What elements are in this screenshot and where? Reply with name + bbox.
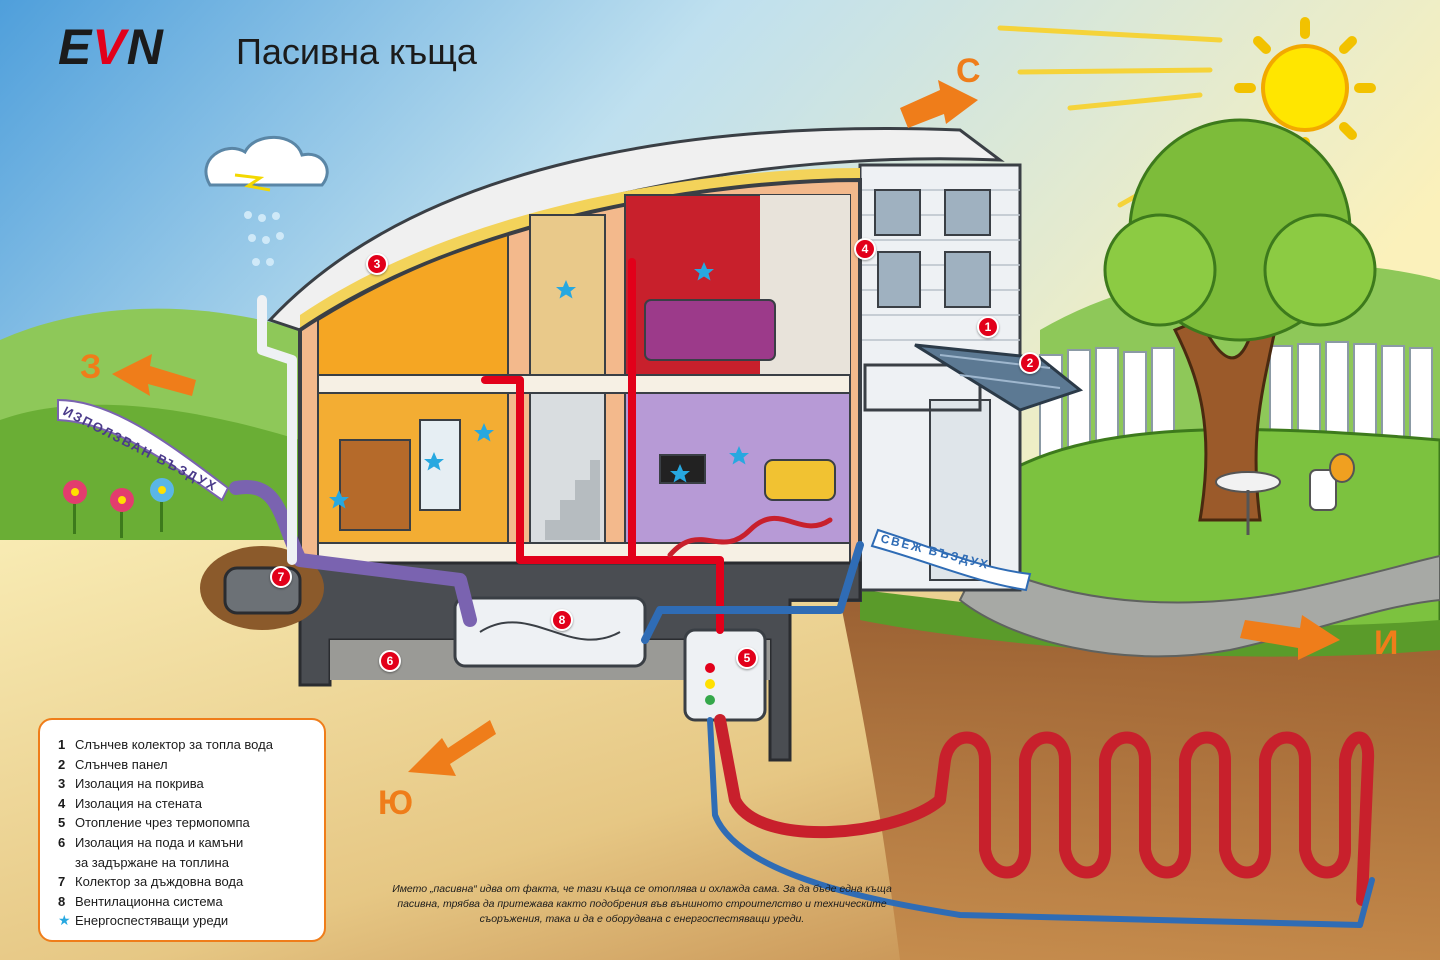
- heat-pump-unit: [683, 628, 767, 722]
- legend-item: 3 Изолация на покрива: [58, 774, 312, 794]
- legend-number: 2: [58, 756, 66, 772]
- page-title: Пасивна къща: [236, 31, 477, 72]
- legend-number: 5: [58, 815, 66, 831]
- note-line: съоръжения, така и да е оборудвана с ене…: [479, 913, 805, 925]
- energy-saving-star-icon: ★: [58, 912, 71, 929]
- direction-arrow-icon: [112, 80, 1340, 776]
- legend-number: 8: [58, 893, 66, 909]
- garden-furniture: [1215, 453, 1355, 535]
- direction-west-label: З: [80, 348, 102, 386]
- marker-7: 7: [270, 566, 292, 588]
- legend-text: Изолация на стената: [75, 795, 202, 811]
- pipes: [229, 258, 1375, 928]
- note-line: пасивна, трябва да притежава както подоб…: [397, 898, 887, 910]
- legend: 1 Слънчев колектор за топла вода 2 Слънчев…: [38, 718, 326, 942]
- legend-text: Колектор за дъждовна вода: [75, 874, 244, 890]
- legend-number: 7: [58, 874, 66, 890]
- explanatory-note: Името „пасивна“ идва от факта, че тази к…: [352, 882, 932, 927]
- tree: [1103, 118, 1377, 522]
- legend-item: 1 Слънчев колектор за топла вода: [58, 735, 312, 755]
- flowers: [63, 478, 174, 538]
- legend-item: 6 Изолация на пода и камъни: [58, 833, 312, 853]
- rain-cloud-icon: [204, 135, 329, 266]
- marker-2: 2: [1019, 352, 1041, 374]
- marker-1: 1: [977, 316, 999, 338]
- legend-number: 3: [58, 776, 66, 792]
- legend-number: 4: [58, 795, 66, 811]
- legend-item: 7 Колектор за дъждовна вода: [58, 872, 312, 892]
- exhaust-air-banner: [57, 398, 230, 502]
- energy-saving-star-icon: [329, 262, 749, 509]
- direction-south-label: Ю: [378, 784, 414, 822]
- legend-number: 6: [58, 834, 66, 850]
- marker-6: 6: [379, 650, 401, 672]
- marker-4: 4: [854, 238, 876, 260]
- evn-logo: EVN: [58, 19, 164, 75]
- legend-text: Изолация на покрива: [75, 776, 204, 792]
- note-line: Името „пасивна“ идва от факта, че тази к…: [392, 883, 892, 895]
- intake-air-banner: [870, 528, 1032, 592]
- legend-text: Енергоспестяващи уреди: [75, 913, 229, 929]
- ventilation-unit: [453, 596, 647, 668]
- legend-text: Слънчев колектор за топла вода: [75, 737, 273, 752]
- legend-text: Вентилационна система: [75, 893, 223, 909]
- marker-3: 3: [366, 253, 388, 275]
- legend-text: Изолация на пода и камъни: [75, 834, 244, 850]
- bed: [644, 299, 776, 361]
- legend-item: 5 Отопление чрез термопомпа: [58, 813, 312, 833]
- legend-text: за задържане на топлина: [75, 854, 229, 870]
- legend-text: Отопление чрез термопомпа: [75, 815, 250, 831]
- legend-item: 2 Слънчев панел: [58, 755, 312, 775]
- legend-number: 1: [58, 737, 66, 752]
- legend-item: 8 Вентилационна система: [58, 892, 312, 912]
- legend-item-star: ★Енергоспестяващи уреди: [58, 911, 312, 931]
- legend-item-continued: за задържане на топлина: [58, 853, 312, 873]
- direction-north-label: С: [956, 52, 981, 90]
- legend-text: Слънчев панел: [75, 756, 168, 772]
- room-living-upper: [317, 233, 509, 376]
- marker-5: 5: [736, 647, 758, 669]
- direction-east-label: И: [1374, 624, 1399, 662]
- legend-item: 4 Изолация на стената: [58, 794, 312, 814]
- marker-8: 8: [551, 609, 573, 631]
